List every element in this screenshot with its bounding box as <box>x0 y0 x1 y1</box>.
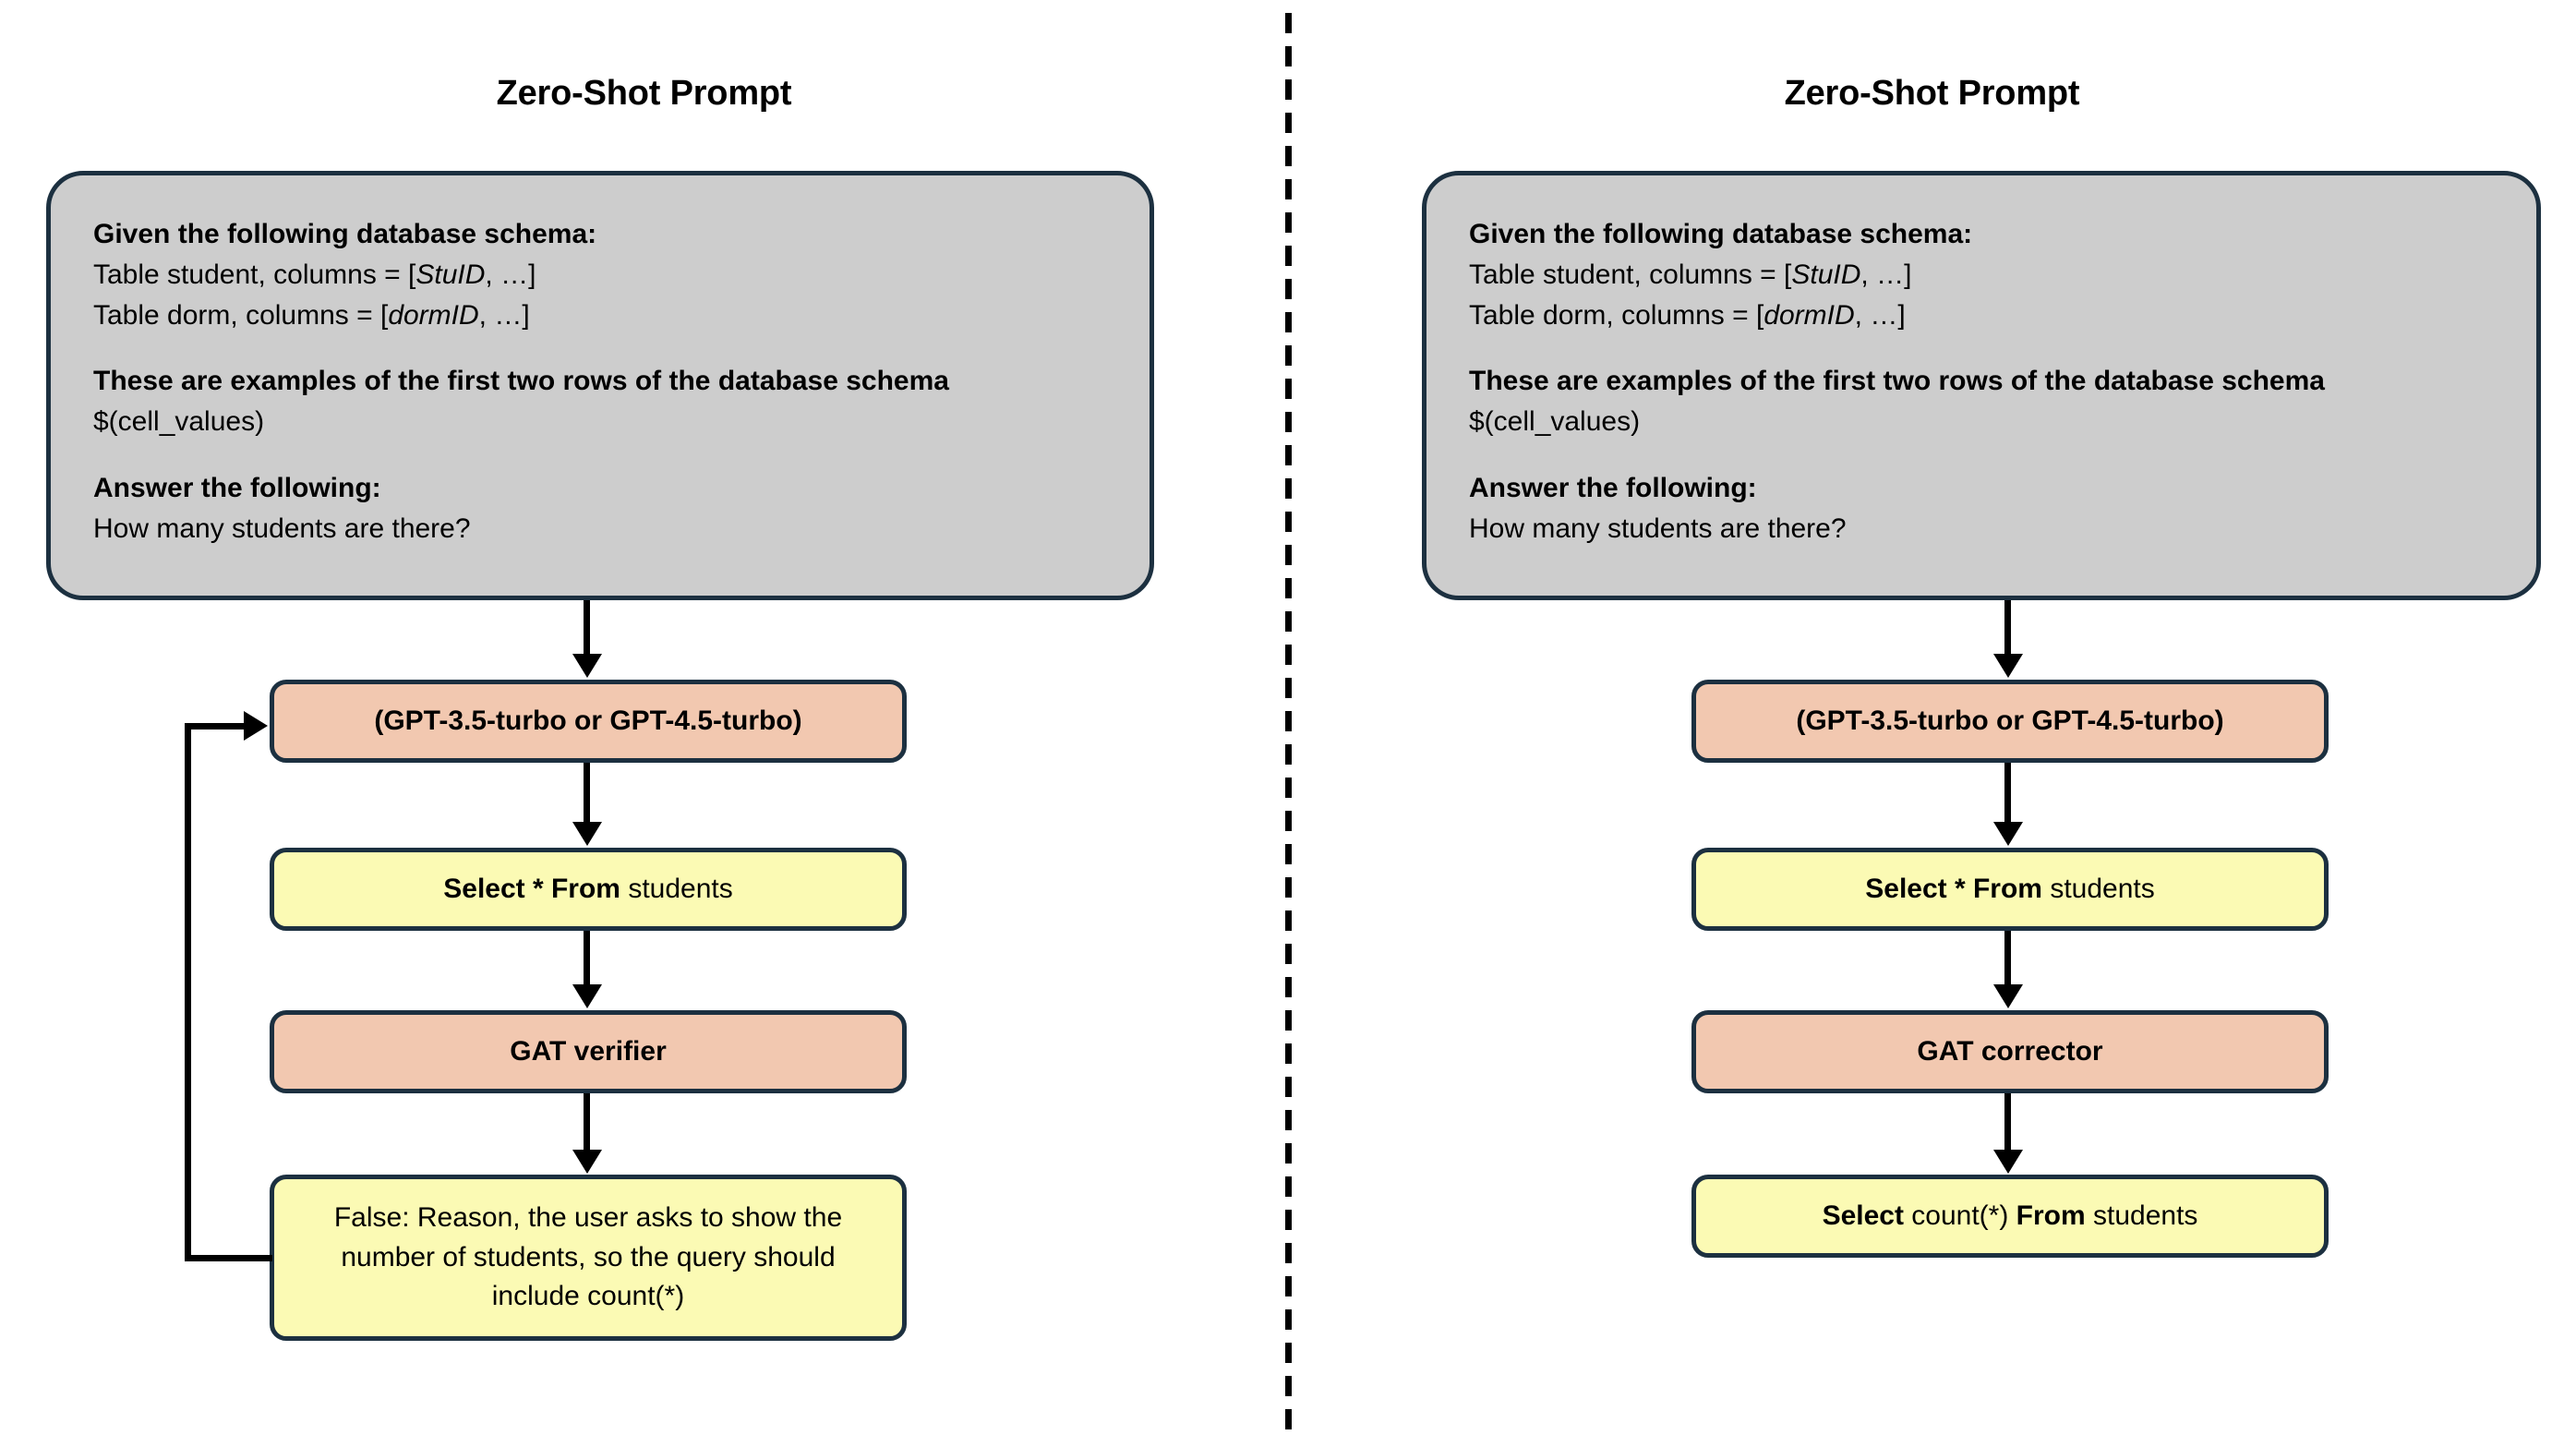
edge-prompt-to-model-arrow <box>572 654 602 678</box>
spacer <box>1469 442 2494 468</box>
edge-model-to-sql-arrow <box>572 822 602 846</box>
left-node-model: (GPT-3.5-turbo or GPT-4.5-turbo) <box>270 680 907 763</box>
right-node-result: Select count(*) From students <box>1691 1175 2329 1258</box>
left-node-feedback: False: Reason, the user asks to show the… <box>270 1175 907 1341</box>
left-prompt-schema-header: Given the following database schema: <box>93 219 597 249</box>
edge-sql-to-module-arrow <box>1993 984 2023 1008</box>
edge-model-to-sql-line <box>584 763 590 824</box>
left-prompt-question: How many students are there? <box>93 512 471 544</box>
edge-prompt-to-model-arrow <box>1993 654 2023 678</box>
edge-prompt-to-model-line <box>584 600 590 657</box>
right-prompt-cell-values: $(cell_values) <box>1469 406 1641 438</box>
right-prompt-question: How many students are there? <box>1469 512 1847 544</box>
left-prompt-examples-header: These are examples of the first two rows… <box>93 366 949 397</box>
edge-module-to-result-arrow <box>1993 1150 2023 1174</box>
left-prompt-table-dorm: Table dorm, columns = [dormID, …] <box>93 299 530 331</box>
left-panel-title: Zero-Shot Prompt <box>496 74 792 113</box>
right-node-model: (GPT-3.5-turbo or GPT-4.5-turbo) <box>1691 680 2329 763</box>
right-prompt-schema-header: Given the following database schema: <box>1469 219 1973 249</box>
feedback-loop-vertical-segment <box>185 723 191 1259</box>
spacer <box>93 442 1107 468</box>
right-prompt-box: Given the following database schema: Tab… <box>1422 171 2541 600</box>
right-prompt-table-student: Table student, columns = [StuID, …] <box>1469 259 1912 290</box>
edge-model-to-sql-arrow <box>1993 822 2023 846</box>
spacer <box>1469 335 2494 361</box>
right-node-module: GAT corrector <box>1691 1010 2329 1093</box>
right-node-sql: Select * From students <box>1691 848 2329 931</box>
edge-sql-to-module-arrow <box>572 984 602 1008</box>
left-sql-text: Select * From students <box>443 873 733 904</box>
edge-module-to-result-line <box>2004 1093 2011 1152</box>
right-panel-title: Zero-Shot Prompt <box>1784 74 2080 113</box>
panel-divider <box>1285 13 1292 1435</box>
edge-module-to-feedback-arrow <box>572 1150 602 1174</box>
edge-model-to-sql-line <box>2004 763 2011 824</box>
left-prompt-cell-values: $(cell_values) <box>93 406 265 438</box>
left-panel: Zero-Shot Prompt Given the following dat… <box>46 74 1154 1341</box>
edge-prompt-to-model-line <box>2004 600 2011 657</box>
left-prompt-answer-header: Answer the following: <box>93 472 381 503</box>
edge-sql-to-module-line <box>584 931 590 988</box>
right-sql-text: Select * From students <box>1865 873 2155 904</box>
left-prompt-box: Given the following database schema: Tab… <box>46 171 1154 600</box>
feedback-loop-bottom-segment <box>185 1255 272 1261</box>
feedback-loop-top-segment <box>185 723 247 730</box>
edge-sql-to-module-line <box>2004 931 2011 988</box>
right-prompt-examples-header: These are examples of the first two rows… <box>1469 366 2325 397</box>
feedback-loop-arrow <box>244 711 268 741</box>
right-result-text: Select count(*) From students <box>1822 1200 2198 1231</box>
edge-module-to-feedback-line <box>584 1093 590 1152</box>
right-prompt-table-dorm: Table dorm, columns = [dormID, …] <box>1469 299 1906 331</box>
left-node-sql: Select * From students <box>270 848 907 931</box>
left-node-module: GAT verifier <box>270 1010 907 1093</box>
spacer <box>93 335 1107 361</box>
left-prompt-table-student: Table student, columns = [StuID, …] <box>93 259 536 290</box>
right-prompt-answer-header: Answer the following: <box>1469 472 1757 503</box>
right-panel: Zero-Shot Prompt Given the following dat… <box>1288 0 2576 1447</box>
